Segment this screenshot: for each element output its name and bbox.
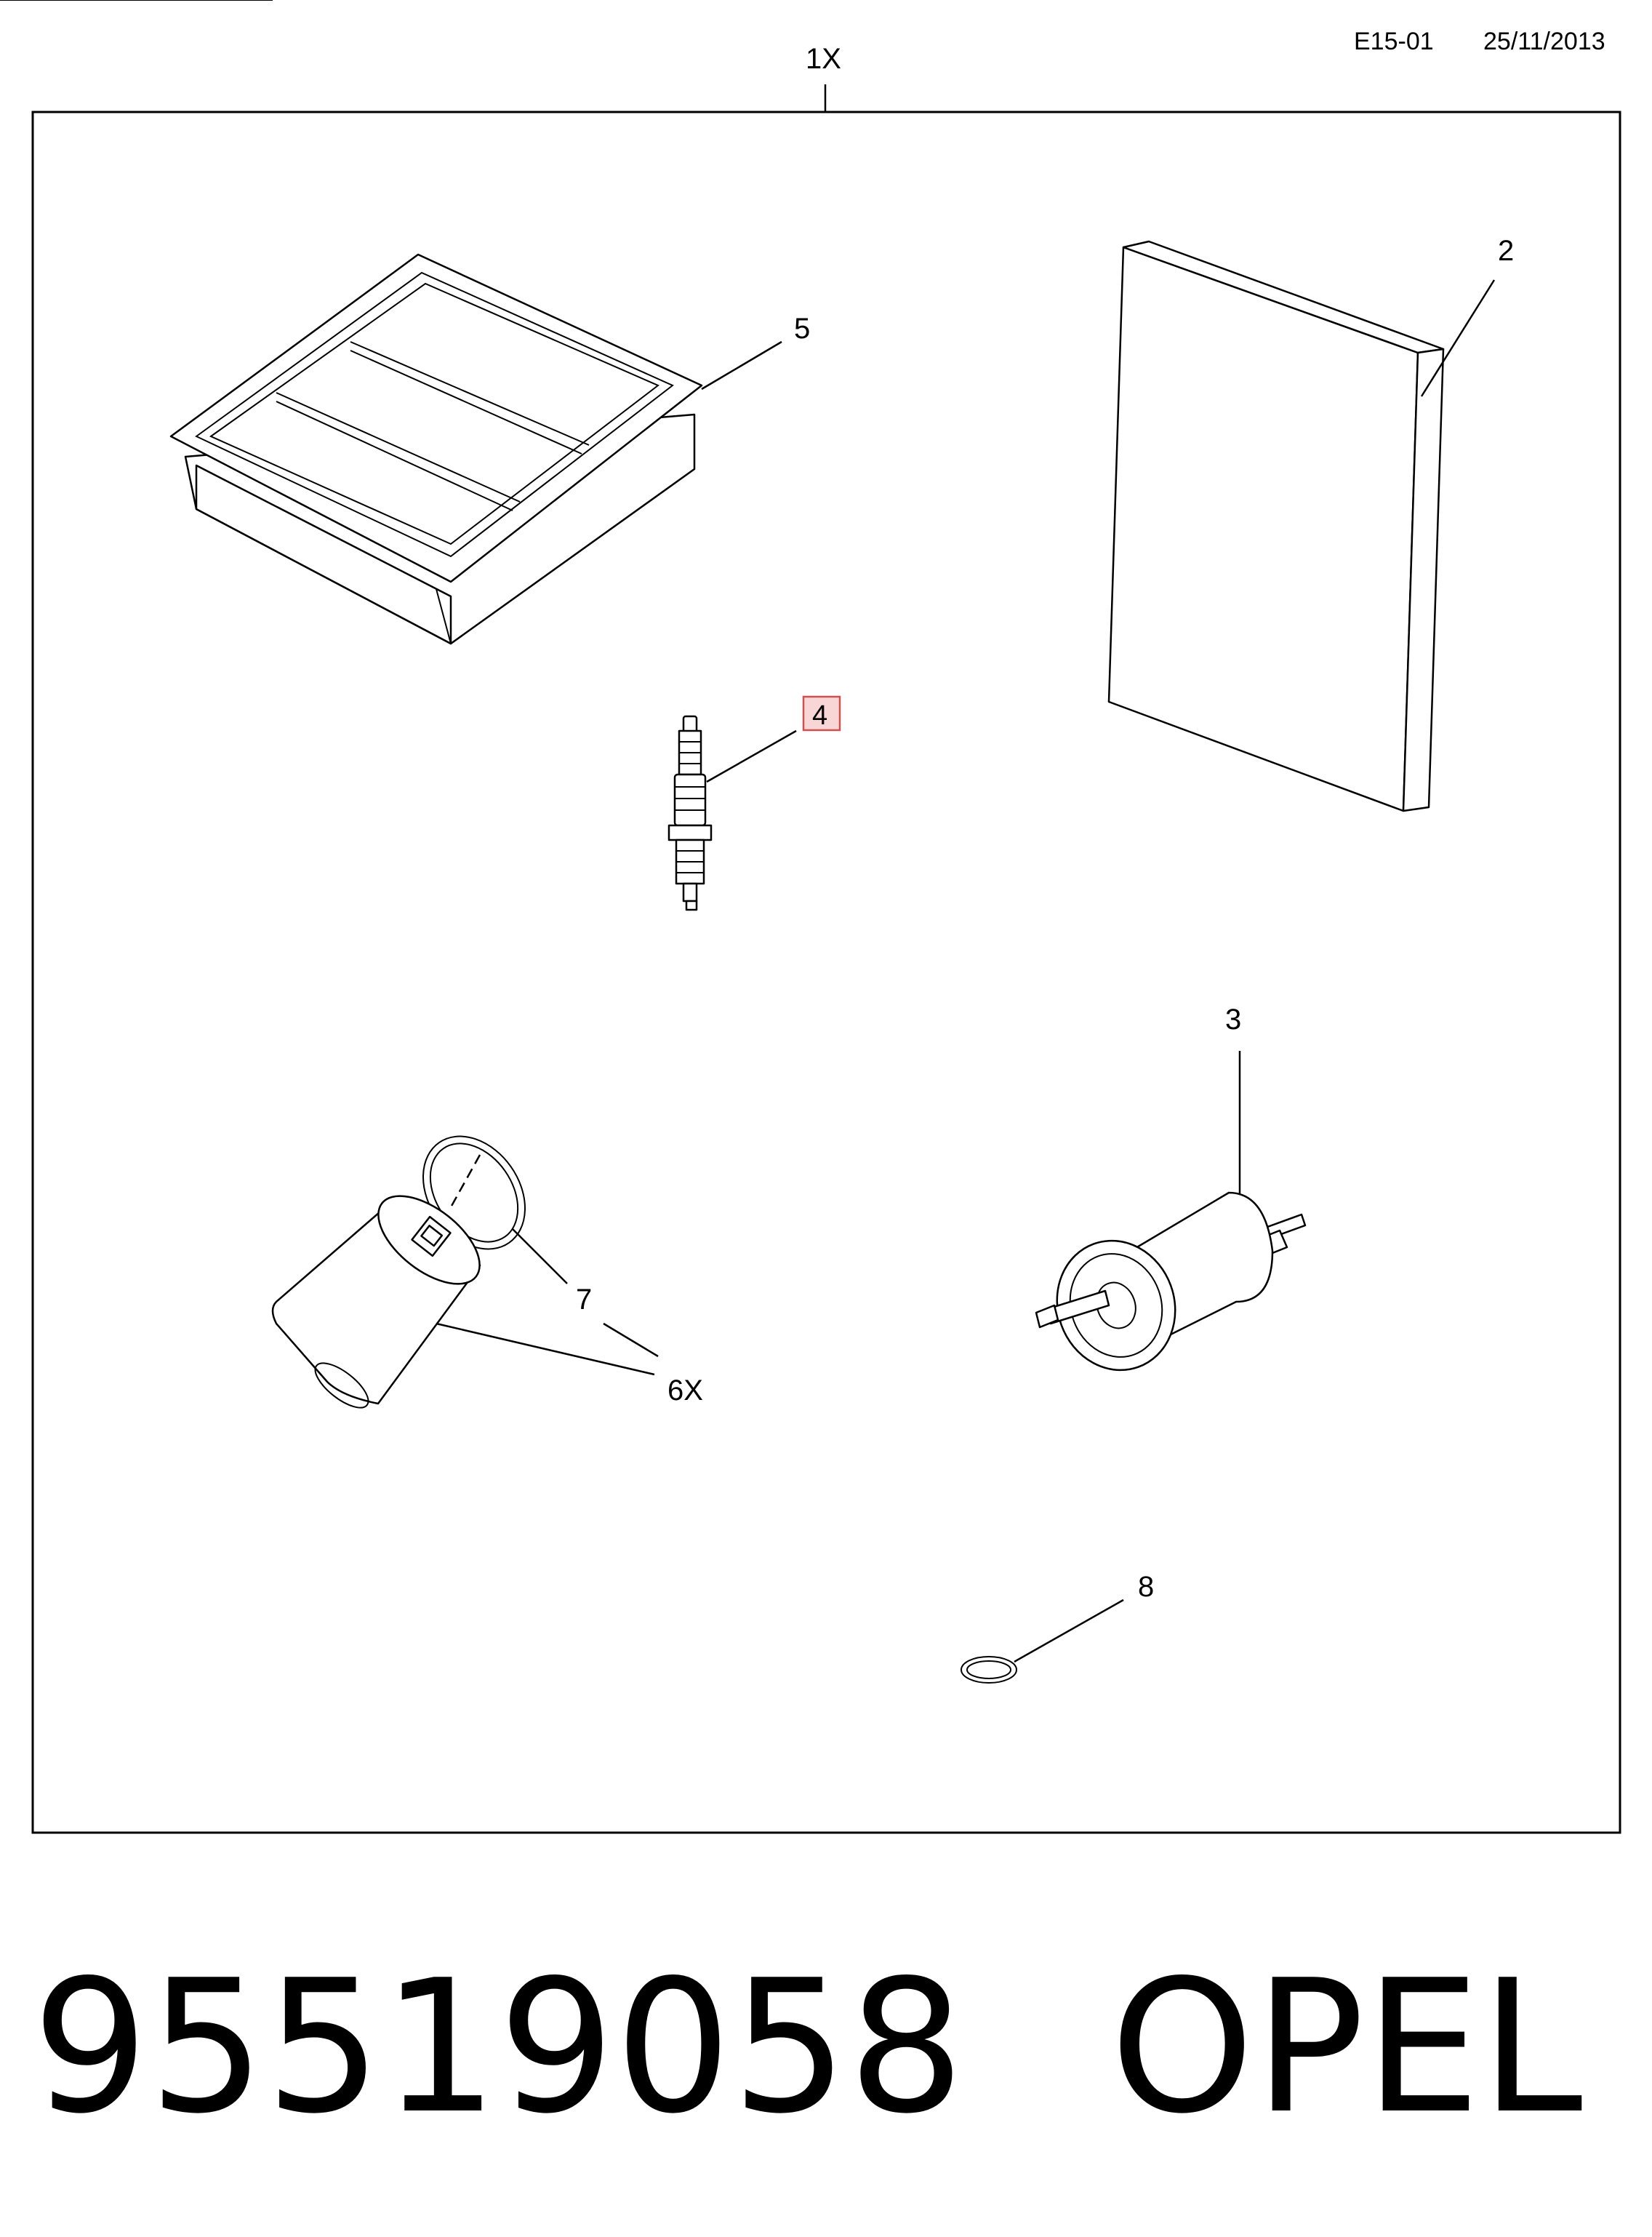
oil-filter-leader [436, 1322, 655, 1376]
diagram-code: E15-01 [1354, 28, 1434, 55]
callout-cabin-filter: 2 [1498, 235, 1514, 267]
kit-frame [31, 111, 1621, 1834]
air-filter-leader [701, 340, 782, 391]
oil-filter-axis-line [449, 1154, 481, 1208]
drain-plug-washer-drawing [961, 1656, 1017, 1684]
callout-air-filter: 5 [794, 313, 810, 345]
cabin-filter-drawing [1107, 240, 1445, 812]
cabin-filter-leader [1420, 279, 1496, 397]
diagram-date: 25/11/2013 [1483, 28, 1605, 55]
callout-oil-filter: 6X [667, 1374, 703, 1406]
callout-oil-filter-seal: 7 [576, 1284, 592, 1316]
callout-fuel-filter: 3 [1225, 1004, 1241, 1036]
kit-brand: OPEL [1110, 1941, 1583, 2154]
oil-seal-leader [512, 1228, 568, 1284]
fuel-filter-drawing [1035, 1051, 1307, 1372]
callout-spark-plug: 4 [812, 700, 827, 731]
spark-plug-leader [706, 729, 797, 783]
spark-plug-drawing [667, 715, 713, 911]
kit-quantity-label: 1X [806, 43, 841, 75]
oil-filter-bracket-leader [603, 1322, 659, 1358]
callout-highlight-box [802, 695, 841, 732]
callout-drain-plug-washer: 8 [1138, 1571, 1154, 1603]
drain-washer-leader [1014, 1598, 1124, 1663]
oil-filter-drawing [271, 1195, 481, 1409]
kit-part-number: 95519058 [32, 1941, 965, 2154]
air-filter-drawing [0, 0, 703, 645]
